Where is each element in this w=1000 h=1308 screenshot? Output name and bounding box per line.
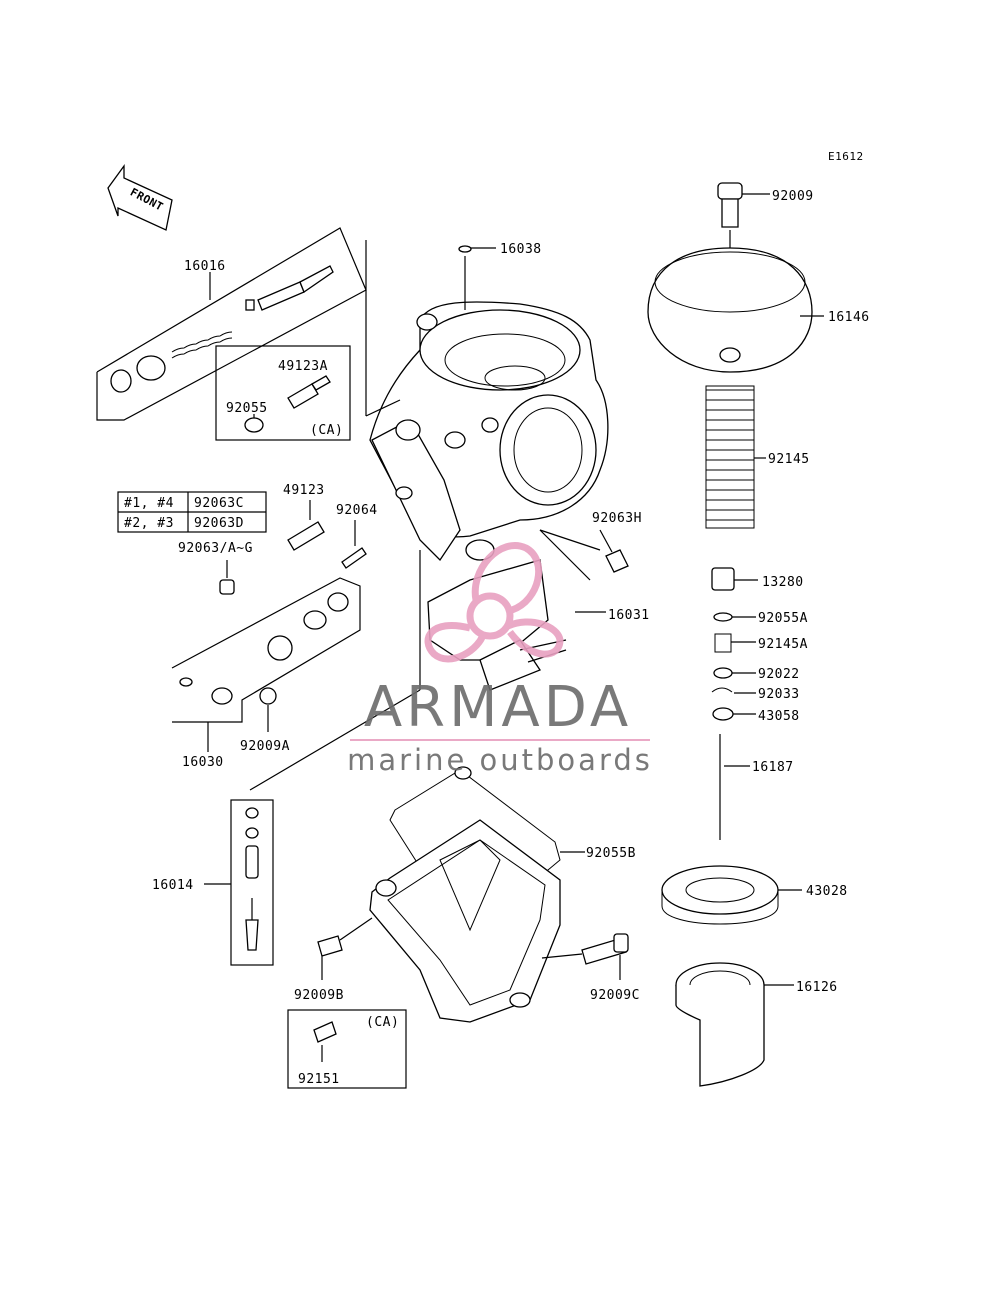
variant-table: #1, #4 92063C #2, #3 92063D	[117, 491, 267, 533]
part-group-49123A	[215, 345, 351, 441]
label-ca-2: (CA)	[366, 1015, 399, 1030]
screws-bowl	[287, 917, 629, 1089]
oring-16038	[458, 245, 472, 253]
watermark-tagline: marine outboards	[347, 743, 653, 777]
label-92151: 92151	[298, 1072, 340, 1087]
label-16014: 16014	[152, 878, 194, 893]
label-16016: 16016	[184, 259, 226, 274]
part-labels: 16016 16038 92009 16146 49123A 92055 (CA…	[152, 189, 870, 1087]
label-92145A: 92145A	[758, 637, 808, 652]
label-92145: 92145	[768, 452, 810, 467]
label-92063H: 92063H	[592, 511, 642, 526]
label-92022: 92022	[758, 667, 800, 682]
variant-cyl-2: #2, #3	[124, 516, 174, 531]
label-92033: 92033	[758, 687, 800, 702]
label-92009: 92009	[772, 189, 814, 204]
variant-part-1: 92063C	[194, 496, 244, 511]
diaphragm-43028	[661, 865, 802, 925]
label-49123: 49123	[283, 483, 325, 498]
label-92009B: 92009B	[294, 988, 344, 1003]
part-group-16016	[96, 227, 367, 421]
part-16146	[647, 247, 824, 373]
label-16126: 16126	[796, 980, 838, 995]
piston-16126	[675, 962, 794, 1087]
variant-part-2: 92063D	[194, 516, 244, 531]
part-group-16014	[204, 799, 274, 966]
watermark: ARMADA marine outboards	[347, 542, 653, 777]
carburetor-body	[369, 301, 609, 691]
label-13280: 13280	[762, 575, 804, 590]
label-16187: 16187	[752, 760, 794, 775]
label-16146: 16146	[828, 310, 870, 325]
label-43058: 43058	[758, 709, 800, 724]
label-16030: 16030	[182, 755, 224, 770]
label-92055B: 92055B	[586, 846, 636, 861]
label-ca-1: (CA)	[310, 423, 343, 438]
label-49123A: 49123A	[278, 359, 328, 374]
variant-cyl-1: #1, #4	[124, 496, 174, 511]
screw-92063H	[605, 549, 629, 573]
needle-stack	[711, 567, 758, 840]
watermark-brand: ARMADA	[364, 675, 632, 740]
jets-49123-92064	[219, 500, 367, 595]
label-92055: 92055	[226, 401, 268, 416]
label-92009C: 92009C	[590, 988, 640, 1003]
float-bowl	[369, 766, 561, 1023]
label-16038: 16038	[500, 242, 542, 257]
label-92063AG: 92063/A~G	[178, 541, 253, 556]
label-92064: 92064	[336, 503, 378, 518]
watermark-logo-icon	[424, 542, 564, 663]
label-43028: 43028	[806, 884, 848, 899]
front-arrow-icon: FRONT	[107, 164, 173, 231]
label-92055A: 92055A	[758, 611, 808, 626]
label-16031: 16031	[608, 608, 650, 623]
spring-92145	[705, 385, 766, 529]
leader-lines	[249, 240, 613, 853]
part-group-16030	[171, 577, 361, 752]
diagram-code: E1612	[828, 150, 864, 163]
label-92009A: 92009A	[240, 739, 290, 754]
